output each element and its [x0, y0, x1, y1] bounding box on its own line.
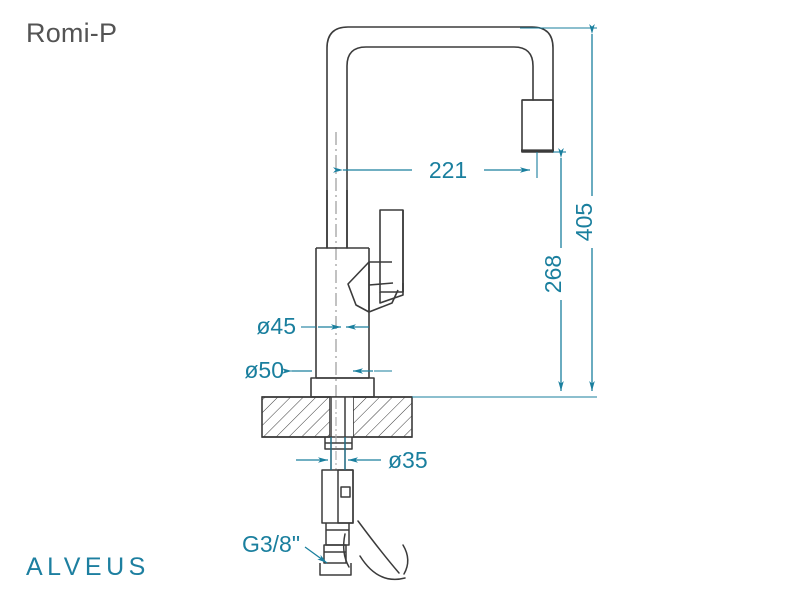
page-title: Romi-P	[26, 18, 118, 48]
dimension-268-label: 268	[540, 255, 566, 293]
brand-logo: ALVEUS	[26, 553, 150, 581]
dimension-d50-label: ø50	[244, 357, 284, 383]
faucet-body	[310, 190, 375, 398]
dimension-d50: ø50	[244, 357, 392, 383]
countertop-section	[261, 396, 413, 438]
flexible-hose	[342, 520, 409, 580]
dimension-268: 268	[540, 148, 566, 391]
dimension-405-label: 405	[571, 203, 597, 241]
dimension-d35: ø35	[296, 437, 428, 473]
mounting-shank	[319, 397, 354, 576]
spray-head	[521, 99, 554, 153]
spout-outline	[326, 26, 554, 249]
dimension-405: 405	[412, 24, 597, 398]
annotation-g38-label: G3/8"	[242, 531, 300, 557]
dimension-221-label: 221	[429, 157, 467, 183]
dimension-221: 221	[333, 152, 538, 183]
lever-handle	[347, 209, 404, 313]
dimension-d45: ø45	[256, 313, 369, 339]
annotation-g38: G3/8"	[242, 531, 328, 564]
dimension-d45-label: ø45	[256, 313, 296, 339]
dimension-d35-label: ø35	[388, 447, 428, 473]
